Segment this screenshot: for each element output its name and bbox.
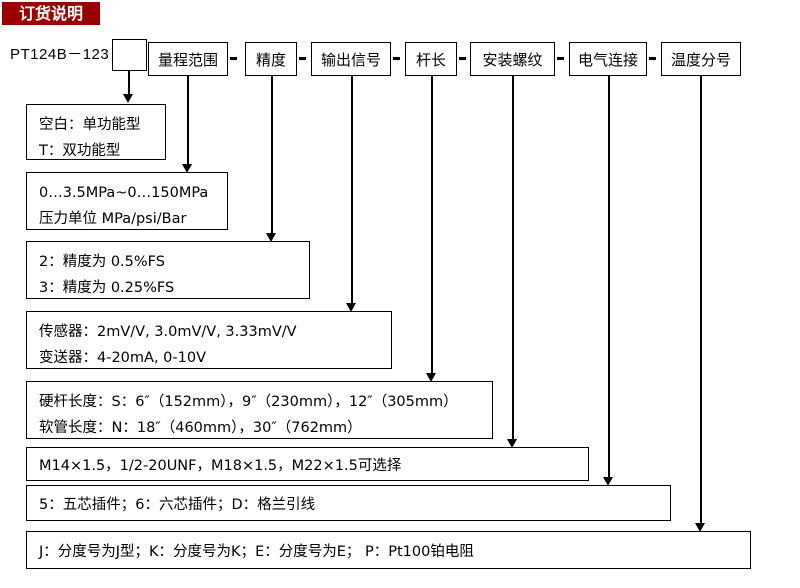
desc-line: 变送器：4-20mA, 0-10V	[39, 350, 206, 366]
connector-line-function-type	[128, 71, 130, 95]
connector-line-accuracy	[271, 76, 273, 234]
connector-dash-2	[230, 57, 237, 60]
connector-line-temperature-grade	[700, 76, 702, 524]
desc-box-accuracy: 2：精度为 0.5%FS 3：精度为 0.25%FS	[26, 241, 310, 299]
desc-box-temperature-grade: J：分度号为J型；K：分度号为K；E：分度号为E； P：Pt100铂电阻	[26, 531, 751, 569]
desc-box-electrical-connection: 5：五芯插件；6：六芯插件；D：格兰引线	[26, 485, 671, 521]
connector-line-electrical-connection	[608, 76, 610, 478]
desc-line: 0…3.5MPa~0…150MPa	[39, 185, 209, 201]
connector-dash-5	[459, 57, 466, 60]
connector-arrow-output-signal	[346, 303, 356, 312]
connector-arrow-range	[182, 164, 192, 173]
desc-box-range: 0…3.5MPa~0…150MPa 压力单位 MPa/psi/Bar	[26, 172, 228, 230]
connector-dash-6	[557, 57, 564, 60]
top-box-function-type[interactable]	[112, 39, 147, 71]
connector-arrow-accuracy	[266, 233, 276, 242]
desc-line: 传感器：2mV/V, 3.0mV/V, 3.33mV/V	[39, 324, 297, 340]
desc-line: 硬杆长度：S：6″（152mm），9″（230mm），12″（305mm）	[39, 394, 458, 410]
connector-dash-3	[299, 57, 306, 60]
top-box-mounting-thread[interactable]: 安装螺纹	[470, 42, 555, 76]
desc-line: 2：精度为 0.5%FS	[39, 254, 165, 270]
desc-line: 压力单位 MPa/psi/Bar	[39, 211, 187, 227]
top-box-output-signal[interactable]: 输出信号	[311, 42, 391, 76]
top-box-electrical-connection[interactable]: 电气连接	[569, 42, 647, 76]
desc-line: 软管长度：N：18″（460mm），30″（762mm）	[39, 420, 362, 436]
connector-line-output-signal	[351, 76, 353, 304]
top-box-temperature-grade[interactable]: 温度分号	[661, 42, 741, 76]
connector-line-range	[187, 76, 189, 165]
top-box-temperature-grade-label: 温度分号	[670, 50, 731, 69]
connector-arrow-function-type	[123, 94, 133, 103]
connector-arrow-mounting-thread	[507, 439, 517, 448]
desc-line: M14×1.5，1/2-20UNF，M18×1.5，M22×1.5可选择	[39, 457, 402, 474]
connector-line-rod-length	[431, 76, 433, 374]
connector-dash-7	[649, 57, 656, 60]
page-title-banner: 订货说明	[2, 2, 100, 25]
top-box-output-signal-label: 输出信号	[320, 50, 381, 69]
connector-arrow-rod-length	[426, 373, 436, 382]
top-box-electrical-connection-label: 电气连接	[577, 50, 638, 69]
top-box-range-label: 量程范围	[157, 50, 218, 69]
top-box-range[interactable]: 量程范围	[148, 42, 228, 76]
connector-arrow-electrical-connection	[603, 477, 613, 486]
top-box-accuracy-label: 精度	[255, 50, 286, 69]
top-box-accuracy[interactable]: 精度	[245, 42, 297, 76]
desc-line: J：分度号为J型；K：分度号为K；E：分度号为E； P：Pt100铂电阻	[39, 543, 474, 560]
connector-arrow-temperature-grade	[695, 523, 705, 532]
top-box-rod-length[interactable]: 杆长	[405, 42, 457, 76]
desc-line: 空白：单功能型	[39, 117, 141, 133]
top-box-mounting-thread-label: 安装螺纹	[482, 50, 543, 69]
model-code-label: PT124B－123	[10, 46, 110, 63]
top-box-rod-length-label: 杆长	[415, 50, 446, 69]
desc-box-rod-length: 硬杆长度：S：6″（152mm），9″（230mm），12″（305mm） 软管…	[26, 381, 493, 439]
desc-line: T：双功能型	[39, 143, 121, 159]
desc-line: 5：五芯插件；6：六芯插件；D：格兰引线	[39, 496, 316, 513]
desc-box-function-type: 空白：单功能型 T：双功能型	[26, 104, 166, 160]
desc-line: 3：精度为 0.25%FS	[39, 280, 175, 296]
desc-box-output-signal: 传感器：2mV/V, 3.0mV/V, 3.33mV/V 变送器：4-20mA,…	[26, 311, 392, 369]
connector-dash-4	[393, 57, 400, 60]
desc-box-mounting-thread: M14×1.5，1/2-20UNF，M18×1.5，M22×1.5可选择	[26, 447, 589, 481]
connector-line-mounting-thread	[512, 76, 514, 440]
